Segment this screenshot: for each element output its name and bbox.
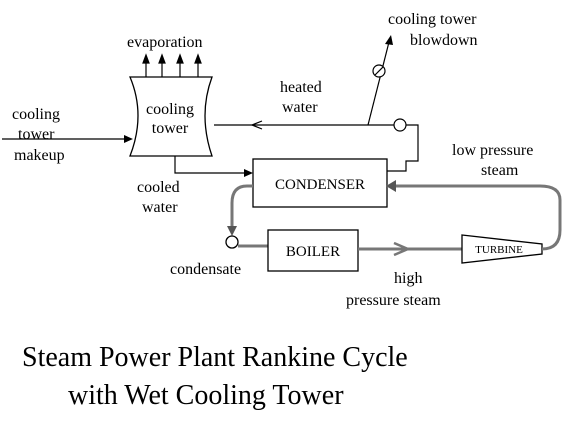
boiler-box <box>267 229 359 272</box>
blowdown-label-line1: cooling tower <box>388 11 477 28</box>
evaporation-label: evaporation <box>127 34 203 51</box>
water-pump-icon <box>393 118 407 132</box>
heated-water-label-line2: water <box>282 99 318 116</box>
condensate-label: condensate <box>170 261 241 278</box>
turbine-shape <box>461 234 543 264</box>
turbine-label: TURBINE <box>475 244 523 256</box>
makeup-label-line3: makeup <box>14 147 65 164</box>
cooled-water-label-line1: cooled <box>137 179 180 196</box>
makeup-label-line1: cooling <box>12 106 60 123</box>
blowdown-line <box>367 41 390 126</box>
blowdown-arrowhead <box>385 35 393 45</box>
low-pressure-label-line1: low pressure <box>452 142 533 159</box>
high-pressure-label-line2: pressure steam <box>346 292 441 309</box>
condenser-label: CONDENSER <box>275 177 365 193</box>
diagram-title-line1: Steam Power Plant Rankine Cycle <box>22 342 408 373</box>
makeup-arrowhead <box>124 135 133 143</box>
boiler-label: BOILER <box>286 244 340 260</box>
low-pressure-steam-line <box>387 184 562 251</box>
cooled-water-label-line2: water <box>142 199 178 216</box>
blowdown-label-line2: blowdown <box>410 32 478 49</box>
low-pressure-arrowhead <box>386 180 396 192</box>
cooled-water-arrowhead <box>244 169 253 177</box>
condensate-arrowhead <box>227 226 237 236</box>
cooled-water-line <box>174 156 244 174</box>
heated-water-label-line1: heated <box>280 79 322 96</box>
makeup-label-line2: tower <box>18 126 55 143</box>
condenser-to-pump-line <box>230 184 253 228</box>
condensate-pump-icon <box>225 235 239 249</box>
heated-water-line <box>387 124 419 172</box>
diagram-title-line2: with Wet Cooling Tower <box>68 380 344 411</box>
high-pressure-label-line1: high <box>394 270 422 287</box>
low-pressure-label-line2: steam <box>481 162 519 179</box>
condenser-box <box>252 158 388 208</box>
cooling-tower-label-line2: tower <box>152 120 189 137</box>
heated-water-arrow-icon <box>250 120 263 130</box>
high-pressure-arrow-icon <box>393 241 412 257</box>
evaporation-arrows <box>142 53 202 77</box>
cooling-tower-label-line1: cooling <box>146 101 194 118</box>
cooling-tower-shape <box>129 76 213 157</box>
blowdown-valve-icon <box>372 64 386 78</box>
